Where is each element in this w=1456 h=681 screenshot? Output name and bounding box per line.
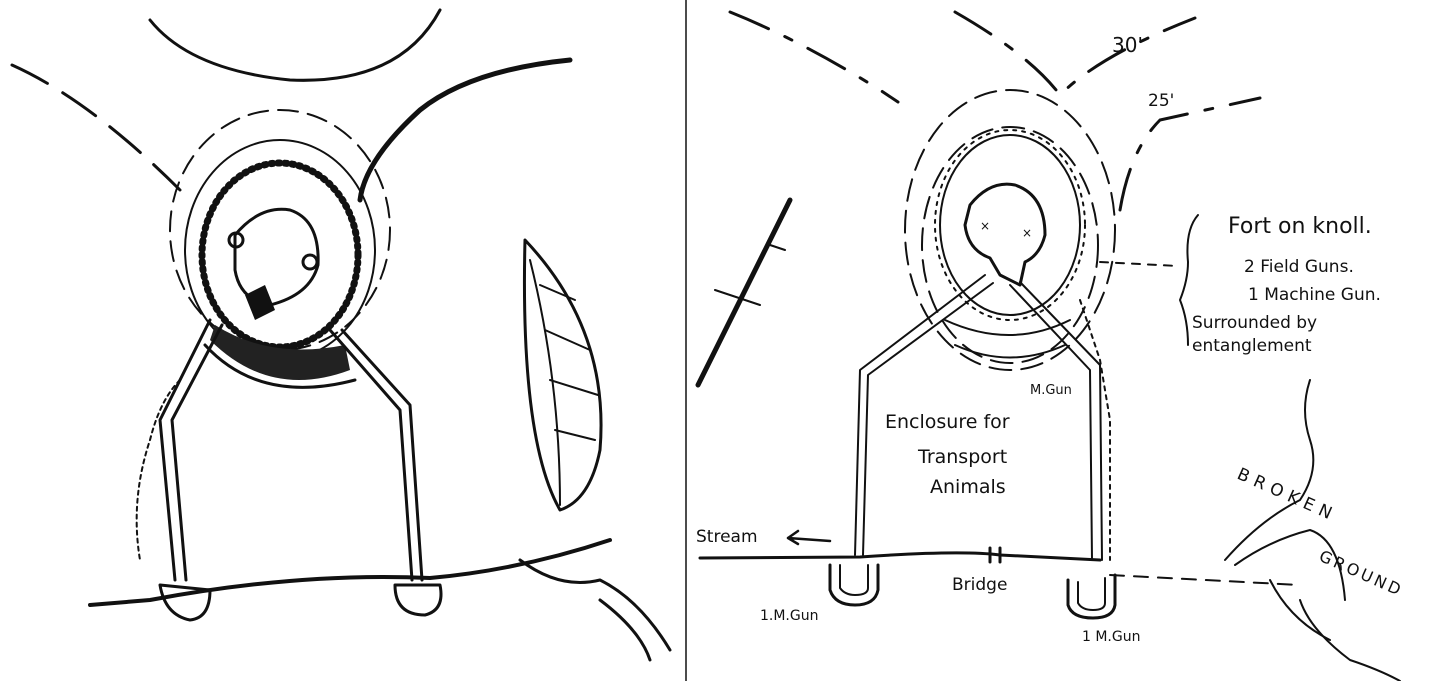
enclosure-line-2: Transport: [917, 446, 1007, 468]
stream-label: Stream: [696, 527, 758, 547]
right-panel-plan: × ×: [695, 10, 1401, 681]
left-mgun-label: 1.M.Gun: [760, 608, 818, 624]
ground-label: GROUND: [1316, 546, 1406, 600]
svg-text:×: ×: [1022, 226, 1032, 240]
right-mgun-label: 1 M.Gun: [1082, 629, 1140, 645]
stream-line: [698, 551, 1102, 562]
fort-armament-2: 1 Machine Gun.: [1248, 285, 1381, 305]
contour-line-upper-right: [953, 10, 1197, 98]
mgun-label-wall: M.Gun: [1030, 383, 1072, 398]
contour-label-30: 30': [1112, 33, 1143, 57]
fort-armament-1: 2 Field Guns.: [1244, 257, 1354, 277]
mgun-post-left: [828, 563, 880, 607]
broken-label: BROKEN: [1234, 464, 1340, 526]
fort-title: Fort on knoll.: [1228, 214, 1372, 239]
mgun-post-right: [1066, 573, 1117, 620]
fort-note-2: entanglement: [1192, 336, 1312, 356]
enclosure-wall-right: [1009, 284, 1093, 561]
fort-note-1: Surrounded by: [1192, 313, 1317, 333]
contour-label-25: 25': [1148, 91, 1174, 111]
enclosure-line-1: Enclosure for: [885, 411, 1010, 433]
contour-line-upper: [728, 10, 900, 104]
left-panel-sketch: [10, 8, 672, 662]
contour-line-lower-right: [1118, 96, 1262, 212]
bridge-label: Bridge: [952, 575, 1007, 595]
enclosure-line-3: Animals: [930, 476, 1006, 498]
svg-text:×: ×: [980, 219, 990, 233]
enclosure-wall-left: [854, 274, 986, 556]
fort-outline: [963, 182, 1047, 287]
